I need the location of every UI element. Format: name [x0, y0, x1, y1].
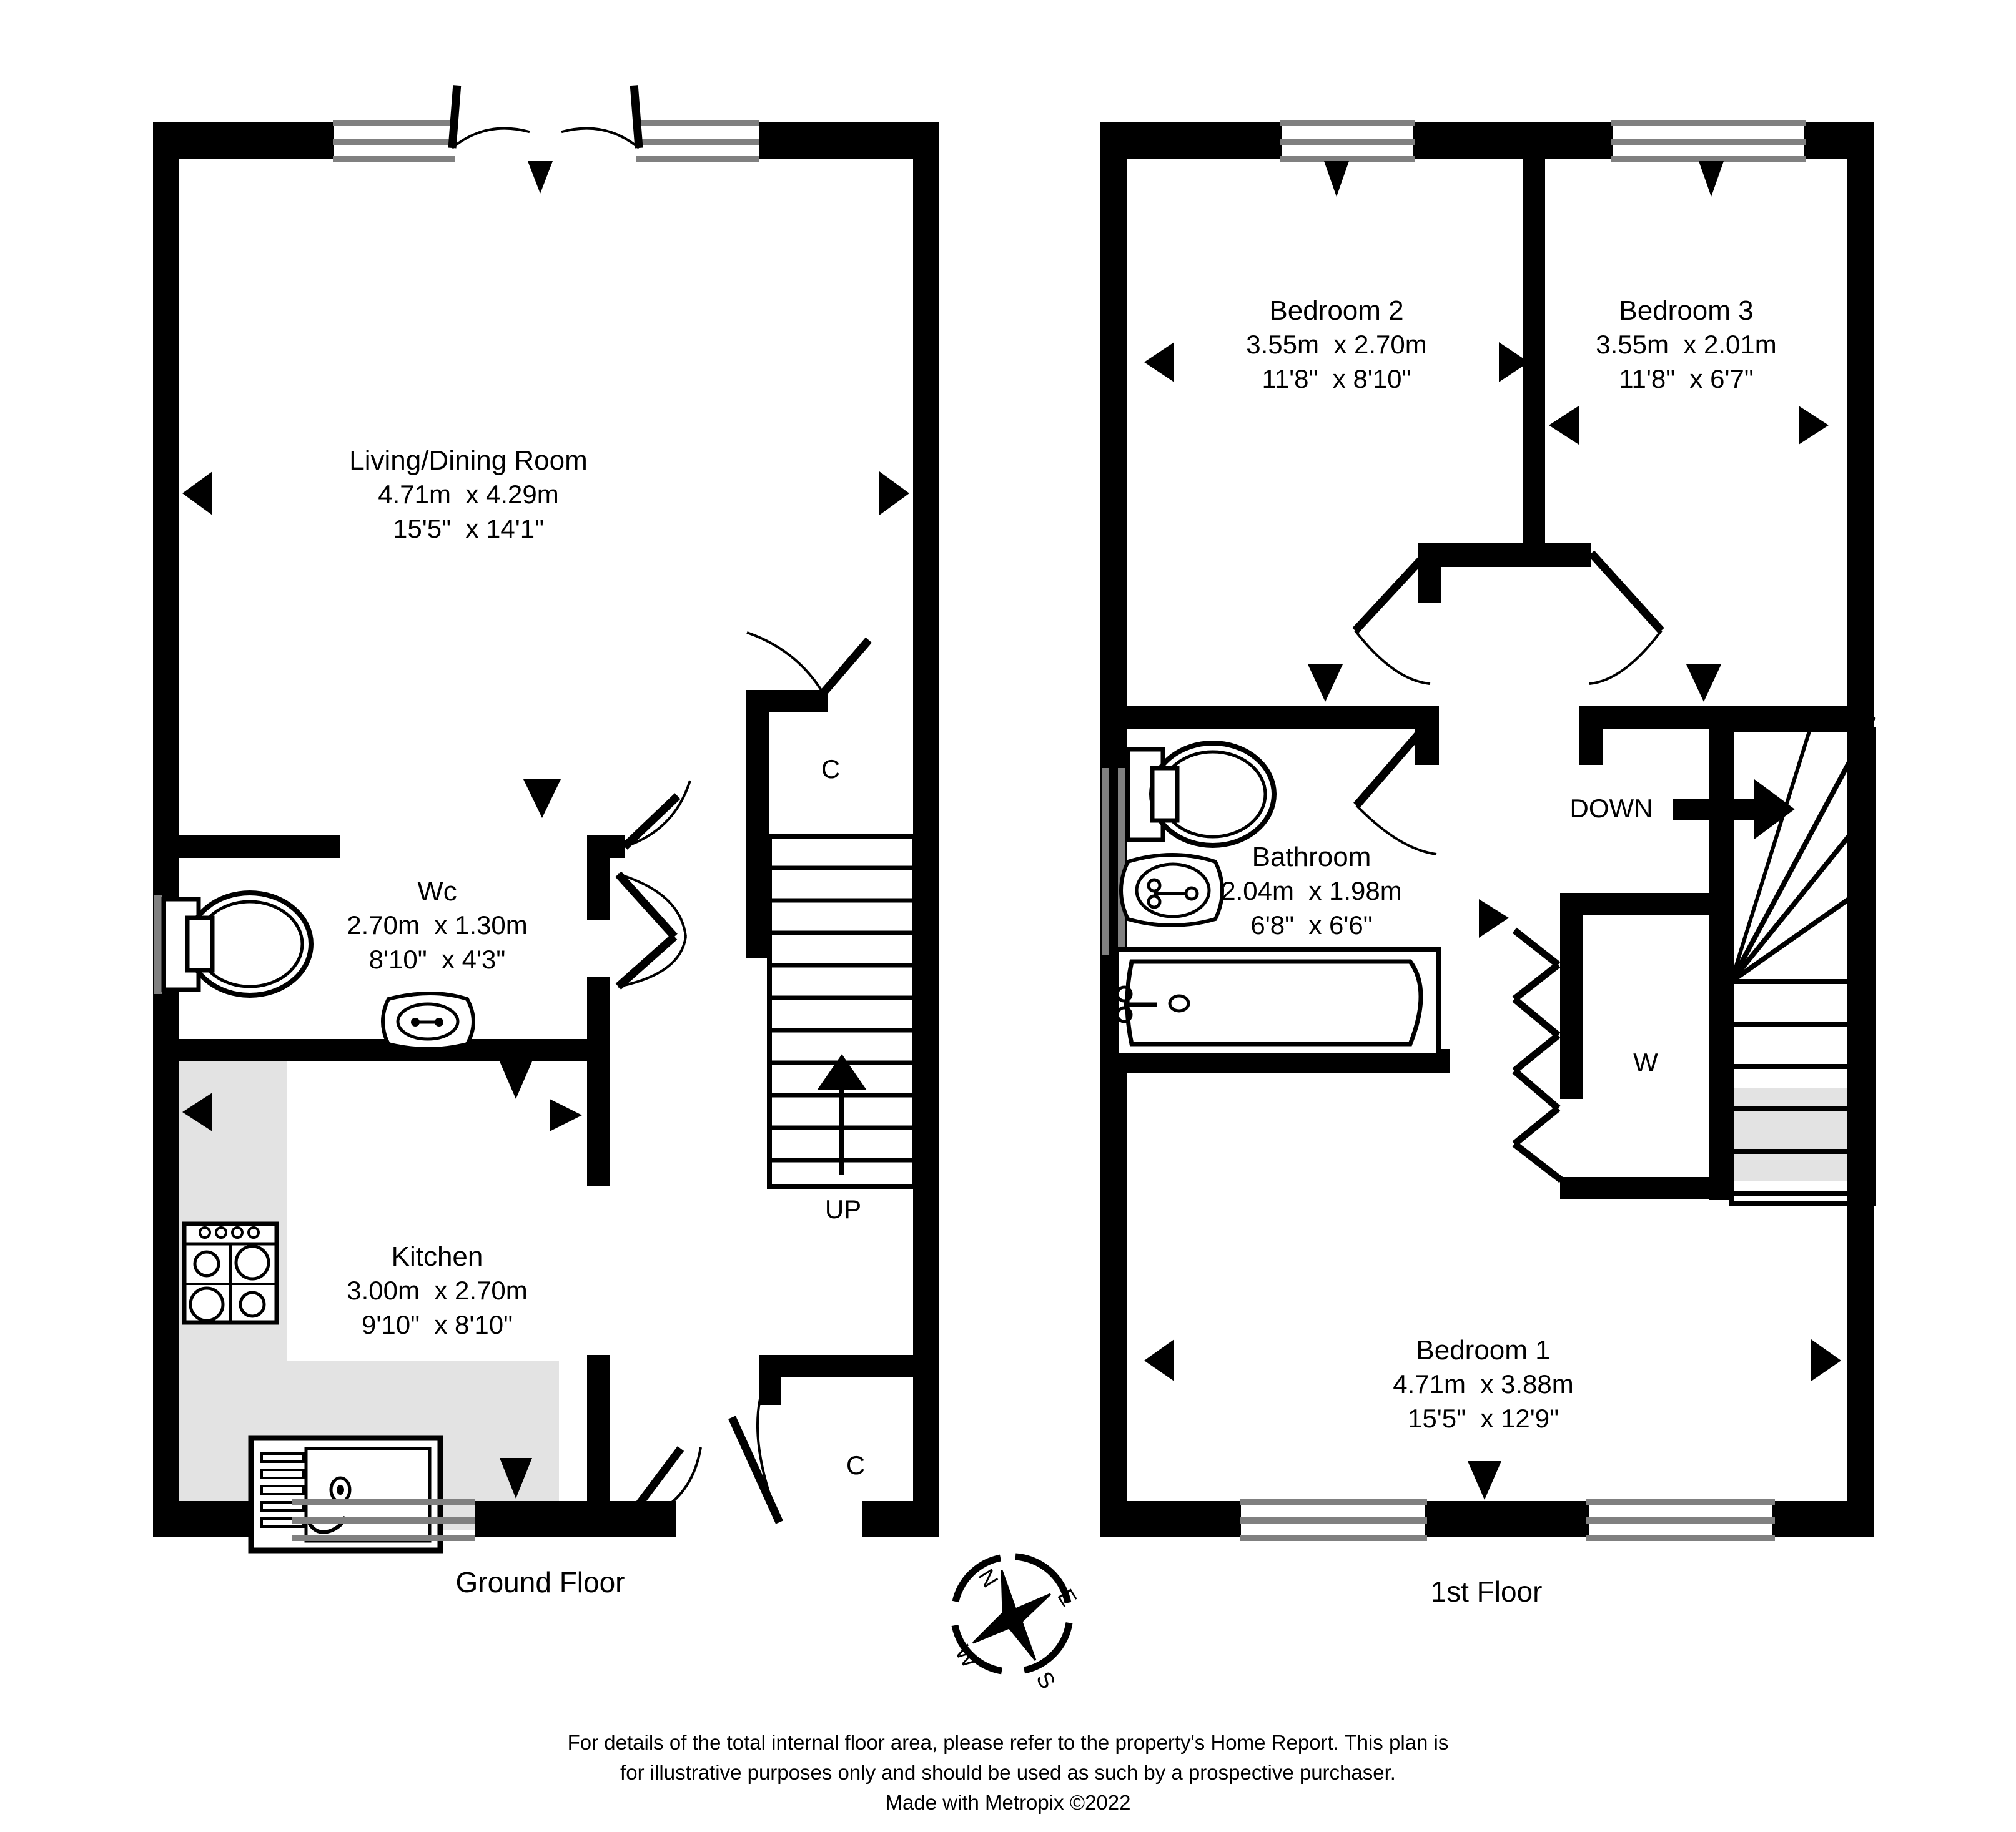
room-dim-metric-kitchen: 3.00m x 2.70m	[347, 1276, 528, 1305]
ground-floor-group	[153, 85, 939, 1554]
room-label-wc: Wc	[417, 876, 457, 907]
bathroom-basin-icon	[1119, 853, 1224, 927]
french-doors	[448, 85, 643, 149]
bedroom1-window-right	[1586, 1499, 1775, 1541]
room-label-bathroom: Bathroom	[1252, 842, 1371, 872]
first-floor-walls	[1100, 122, 1874, 1537]
living-room-window-right	[636, 120, 759, 162]
room-dim-metric-bedroom-1: 4.71m x 3.88m	[1393, 1369, 1574, 1399]
kitchen-hob-icon	[182, 1221, 279, 1325]
footer-line-3: Made with Metropix ©2022	[885, 1791, 1131, 1814]
bathroom-toilet-icon	[1125, 741, 1277, 848]
cupboard-label-lower: C	[846, 1450, 866, 1480]
room-dim-metric-bedroom-3: 3.55m x 2.01m	[1596, 330, 1777, 359]
wardrobe-label: W	[1633, 1048, 1658, 1077]
room-label-bedroom-2: Bedroom 2	[1269, 295, 1404, 326]
footer-line-1: For details of the total internal floor …	[567, 1731, 1449, 1754]
staircase-up	[767, 834, 917, 1189]
ground-floor-view-arrows	[182, 161, 909, 1499]
staircase-down	[1673, 716, 1876, 1206]
bathroom-window	[1102, 768, 1125, 955]
room-dim-imperial-bedroom-3: 11'8" x 6'7"	[1619, 364, 1754, 393]
landing-shading	[1724, 1088, 1849, 1181]
first-floor-group	[1100, 120, 1876, 1541]
room-dim-imperial-bathroom: 6'8" x 6'6"	[1250, 910, 1373, 940]
room-dim-metric-bathroom: 2.04m x 1.98m	[1221, 876, 1402, 905]
bedroom2-window	[1280, 120, 1415, 162]
room-label-bedroom-3: Bedroom 3	[1619, 295, 1754, 326]
wc-basin-icon	[381, 992, 475, 1051]
room-dim-metric-bedroom-2: 3.55m x 2.70m	[1246, 330, 1427, 359]
room-label-kitchen: Kitchen	[391, 1241, 483, 1272]
room-label-living-dining: Living/Dining Room	[349, 445, 588, 476]
first-floor-title: 1st Floor	[1430, 1575, 1543, 1608]
stairs-label-down: DOWN	[1569, 794, 1653, 823]
ground-floor-walls	[153, 122, 939, 1537]
first-floor-view-arrows	[1144, 161, 1841, 1500]
room-label-bedroom-1: Bedroom 1	[1416, 1335, 1551, 1366]
cupboard-label-upper: C	[821, 754, 841, 784]
room-dim-imperial-wc: 8'10" x 4'3"	[368, 945, 506, 974]
kitchen-sink-icon	[248, 1435, 443, 1554]
stairs-label-up: UP	[824, 1194, 862, 1224]
living-room-window-left	[333, 120, 455, 162]
bedroom3-window	[1611, 120, 1806, 162]
room-dim-metric-living-dining: 4.71m x 4.29m	[378, 480, 559, 509]
first-floor-interior-walls	[1100, 122, 1874, 1200]
room-dim-metric-wc: 2.70m x 1.30m	[347, 910, 528, 940]
bedroom1-window-left	[1240, 1499, 1427, 1541]
ground-floor-interior-walls	[153, 690, 939, 1537]
room-dim-imperial-bedroom-2: 11'8" x 8'10"	[1262, 364, 1411, 393]
ground-floor-doors	[615, 631, 872, 1526]
first-floor-doors	[1352, 550, 1664, 1183]
kitchen-window	[292, 1499, 475, 1541]
room-dim-imperial-living-dining: 15'5" x 14'1"	[392, 514, 544, 543]
bathroom-bath-icon	[1114, 947, 1441, 1058]
wc-toilet-icon	[154, 890, 314, 998]
footer-line-2: for illustrative purposes only and shoul…	[620, 1761, 1396, 1784]
room-dim-imperial-kitchen: 9'10" x 8'10"	[361, 1310, 513, 1339]
ground-floor-title: Ground Floor	[455, 1566, 625, 1598]
room-dim-imperial-bedroom-1: 15'5" x 12'9"	[1407, 1404, 1559, 1433]
